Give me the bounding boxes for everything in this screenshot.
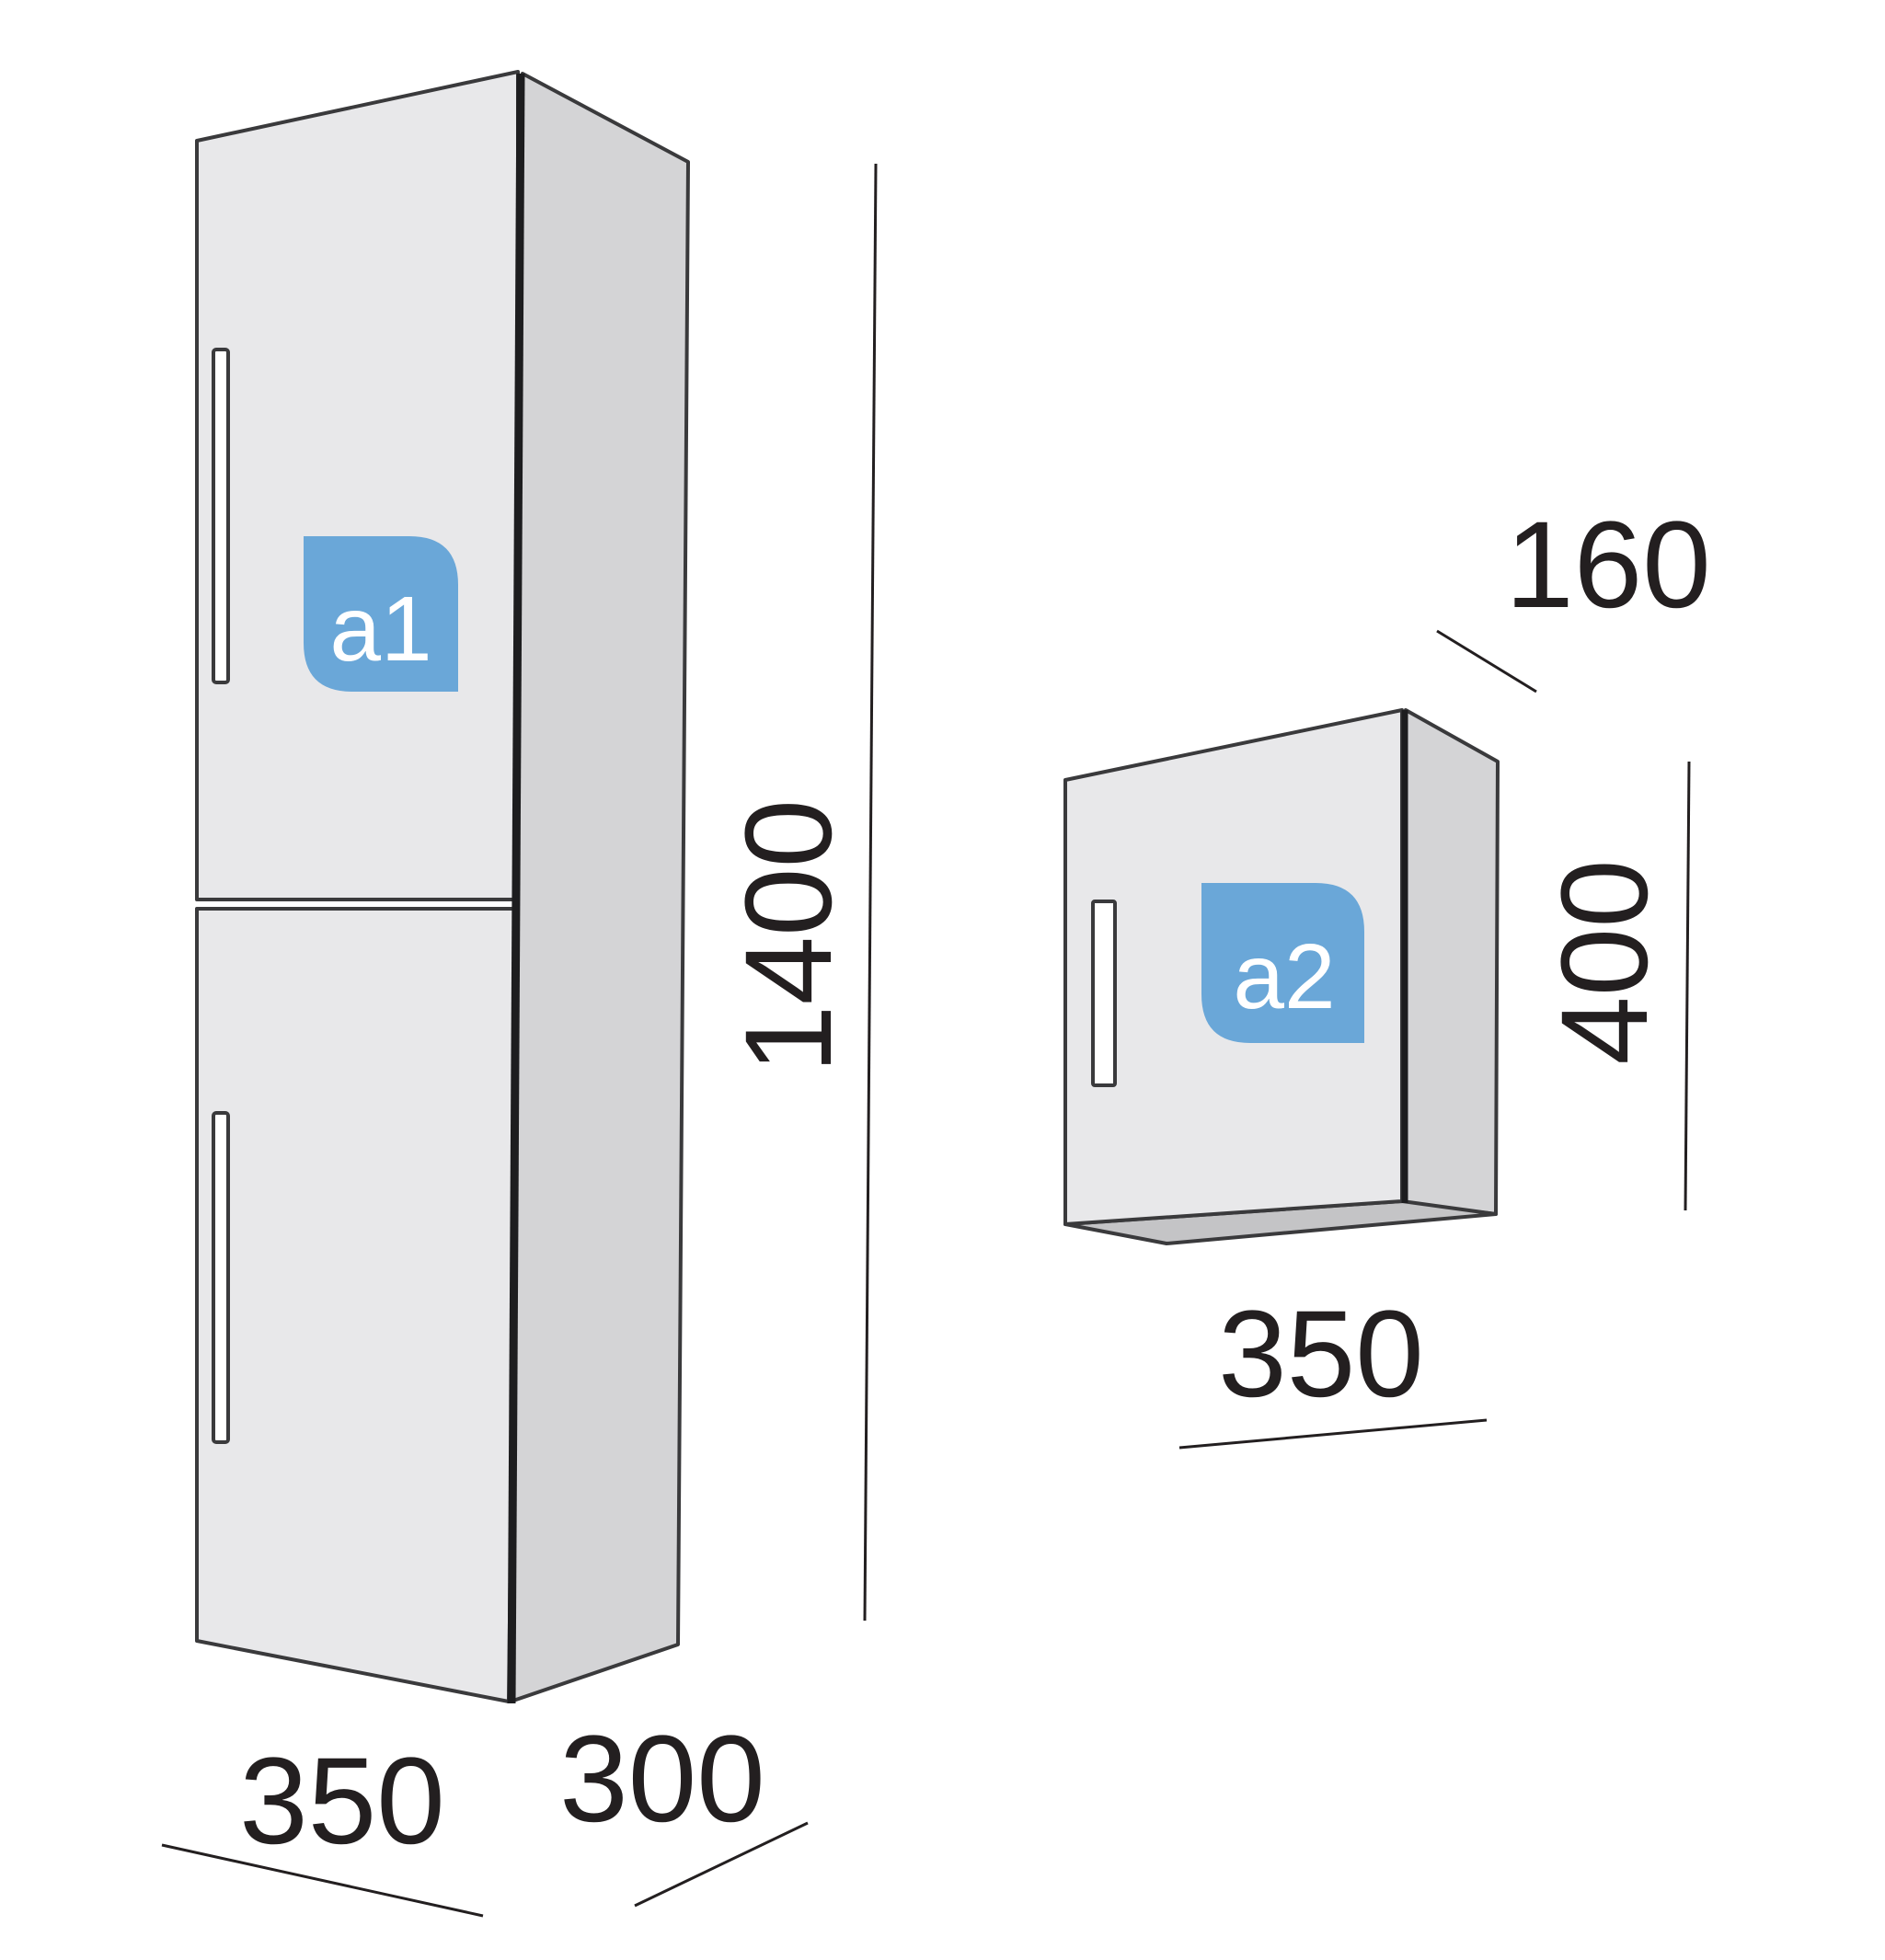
tall-cabinet-height-line <box>863 163 878 1622</box>
tall-cabinet-height-value: 1400 <box>720 799 857 1073</box>
tall-cabinet-front-edge <box>507 73 525 1704</box>
wall-cabinet-side-panel <box>1404 708 1500 1216</box>
tall-cabinet-width-line <box>161 1843 484 1918</box>
wall-cabinet-badge <box>1201 883 1364 1043</box>
tall-cabinet-side-panel <box>509 72 690 1703</box>
wall-cabinet-depth-value: 160 <box>1505 497 1711 634</box>
tall-cabinet-lower-handle <box>212 1111 230 1444</box>
tall-cabinet-label: a1 <box>329 578 431 681</box>
tall-cabinet-depth-value: 300 <box>559 1711 765 1848</box>
tall-cabinet-upper-door <box>195 70 520 901</box>
wall-cabinet-depth-line <box>1436 629 1537 693</box>
wall-cabinet-height-line <box>1684 761 1691 1211</box>
wall-cabinet-height-value: 400 <box>1536 859 1673 1065</box>
wall-cabinet-handle <box>1091 900 1117 1087</box>
wall-cabinet-width-value: 350 <box>1218 1286 1424 1423</box>
tall-cabinet-upper-handle <box>212 348 230 684</box>
tall-cabinet-depth-line <box>634 1821 809 1908</box>
tall-cabinet-badge <box>304 536 458 692</box>
tall-cabinet: a1 <box>195 70 690 1704</box>
wall-cabinet-width-line <box>1178 1418 1488 1450</box>
tall-cabinet-lower-door <box>195 907 520 1703</box>
tall-cabinet-width-value: 350 <box>239 1733 445 1870</box>
wall-cabinet-label: a2 <box>1233 925 1335 1028</box>
wall-cabinet: a2 <box>1063 708 1500 1245</box>
